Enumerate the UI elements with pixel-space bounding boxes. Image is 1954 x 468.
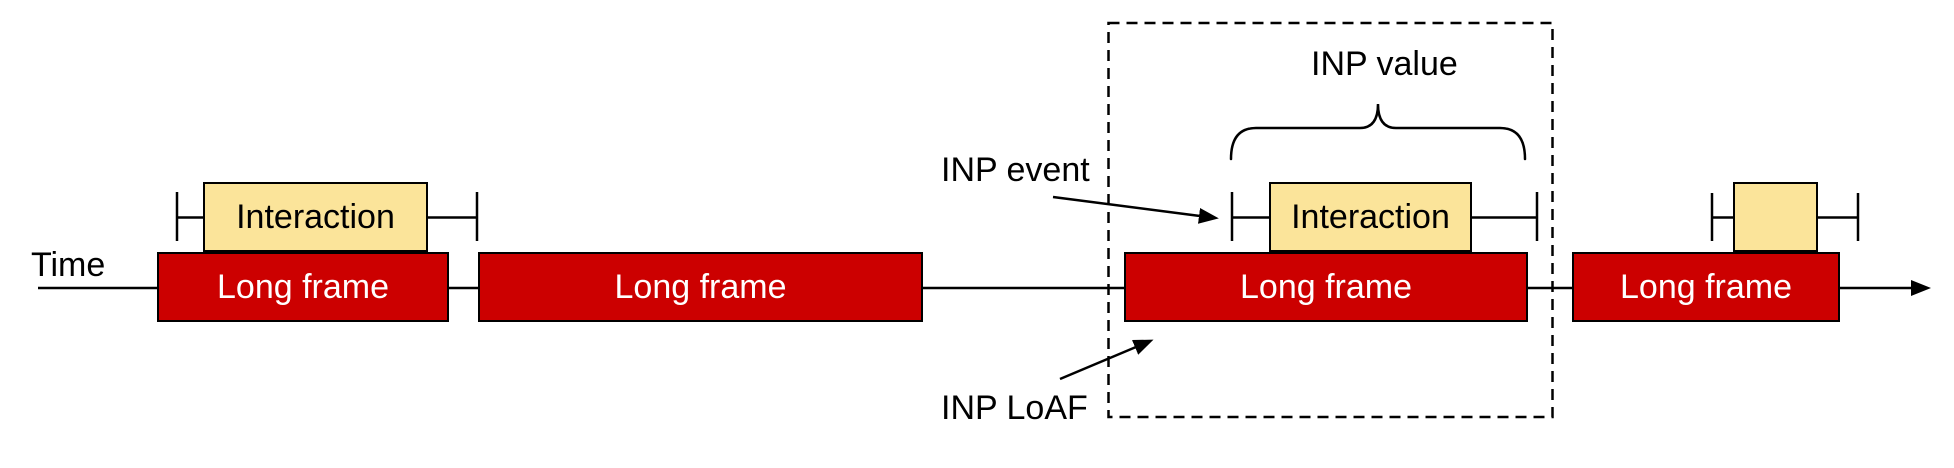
interaction-box-2: Interaction [1269,182,1472,252]
interaction-3-whiskers [1710,193,1860,241]
inp-event-arrow [1052,195,1219,224]
interaction-1-whiskers [175,192,479,241]
long-frame-box-2: Long frame [478,252,923,322]
inp-loaf-dashed-region [1107,21,1554,419]
long-frame-box-3: Long frame [1124,252,1528,322]
long-frame-box-1: Long frame [157,252,449,322]
inp-loaf-label: INP LoAF [941,389,1088,427]
inp-value-label: INP value [1311,45,1458,83]
timeline-label: Time [31,246,106,284]
inp-value-brace [1229,103,1527,161]
interaction-box-3 [1733,182,1818,252]
long-frame-box-4: Long frame [1572,252,1840,322]
interaction-2-whiskers [1230,192,1539,241]
inp-loaf-arrow [1059,339,1154,381]
inp-event-label: INP event [941,151,1090,189]
interaction-box-1: Interaction [203,182,428,252]
